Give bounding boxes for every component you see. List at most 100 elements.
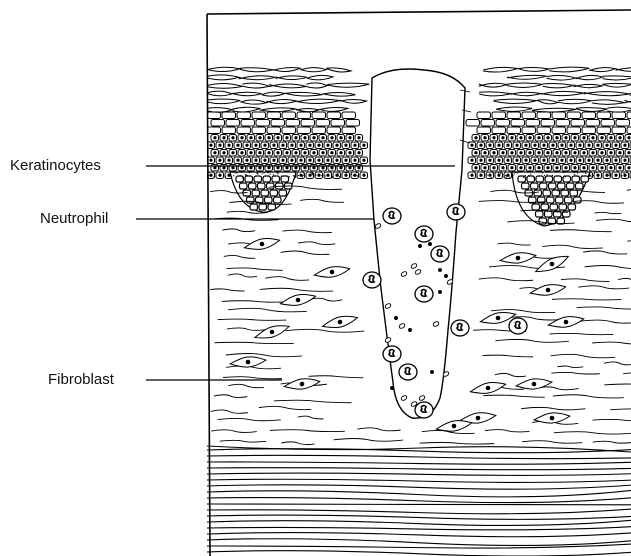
keratinocyte-nucleus bbox=[570, 144, 572, 146]
fibroblast-cell bbox=[534, 252, 571, 276]
stipple-dot bbox=[606, 172, 607, 173]
stipple-dot bbox=[592, 175, 593, 176]
keratinocyte-nucleus bbox=[556, 137, 558, 139]
ridge-cell bbox=[267, 183, 275, 189]
stipple-dot bbox=[321, 175, 322, 176]
keratinocyte-nucleus bbox=[588, 144, 590, 146]
ridge-cell bbox=[536, 176, 544, 182]
keratinocyte-cell bbox=[241, 120, 255, 127]
collagen-fiber bbox=[495, 339, 568, 342]
stipple-dot bbox=[246, 171, 247, 172]
collagen-fiber bbox=[214, 342, 293, 343]
corneum-cell bbox=[260, 108, 296, 112]
collagen-fiber bbox=[300, 199, 344, 202]
stipple-dot bbox=[235, 172, 236, 173]
collagen-fiber bbox=[282, 230, 331, 233]
deep-fiber bbox=[207, 539, 631, 546]
corneum-cell bbox=[207, 67, 240, 71]
collagen-fiber bbox=[419, 442, 494, 444]
keratinocyte-nucleus bbox=[543, 159, 545, 161]
collagen-fiber bbox=[577, 307, 631, 309]
fibroblast-cell bbox=[534, 411, 571, 425]
keratinocyte-cell bbox=[582, 112, 596, 119]
corneum-cell bbox=[549, 67, 589, 72]
stipple-dot bbox=[530, 174, 531, 175]
stipple-dot bbox=[346, 172, 347, 173]
fibroblast-cell bbox=[469, 379, 506, 396]
debris-dot bbox=[439, 291, 442, 294]
keratinocyte-nucleus bbox=[264, 159, 266, 161]
keratinocyte-nucleus bbox=[340, 152, 342, 154]
stipple-dot bbox=[219, 175, 220, 176]
corneum-cell bbox=[625, 100, 631, 103]
keratinocyte-nucleus bbox=[597, 159, 599, 161]
stipple-dot bbox=[513, 175, 514, 176]
keratinocyte-cell bbox=[316, 120, 330, 127]
collagen-fiber bbox=[259, 406, 311, 409]
ridge-cell bbox=[559, 204, 567, 210]
stipple-dot bbox=[262, 173, 263, 174]
corneum-cell bbox=[300, 68, 326, 72]
keratinocyte-nucleus bbox=[268, 152, 270, 154]
keratinocyte-cell bbox=[312, 127, 326, 134]
keratinocyte-nucleus bbox=[318, 159, 320, 161]
keratinocyte-nucleus bbox=[502, 137, 504, 139]
keratinocyte-nucleus bbox=[475, 167, 477, 169]
collagen-fiber bbox=[286, 329, 364, 332]
keratinocyte-nucleus bbox=[264, 144, 266, 146]
corneum-cell bbox=[483, 67, 517, 72]
keratinocyte-nucleus bbox=[331, 152, 333, 154]
stipple-dot bbox=[596, 172, 597, 173]
keratinocyte-nucleus bbox=[318, 144, 320, 146]
stipple-dot bbox=[331, 177, 332, 178]
neutrophil-cell bbox=[415, 286, 433, 302]
stipple-dot bbox=[357, 175, 358, 176]
stipple-dot bbox=[517, 172, 518, 173]
keratinocytes-label: Keratinocytes bbox=[10, 157, 101, 174]
stipple-dot bbox=[209, 172, 210, 173]
corneum-cell bbox=[232, 92, 262, 96]
keratinocyte-cell bbox=[481, 120, 495, 127]
corneum-cell bbox=[479, 92, 510, 96]
keratinocyte-cell bbox=[327, 127, 341, 134]
fibroblast-cell bbox=[529, 282, 566, 298]
keratinocyte-nucleus bbox=[291, 144, 293, 146]
keratinocyte-nucleus bbox=[489, 159, 491, 161]
keratinocyte-nucleus bbox=[363, 159, 365, 161]
deep-fiber bbox=[207, 515, 631, 519]
keratinocyte-nucleus bbox=[520, 167, 522, 169]
stipple-dot bbox=[533, 177, 534, 178]
keratinocyte-cell bbox=[252, 112, 266, 119]
stipple-dot bbox=[577, 172, 578, 173]
keratinocyte-nucleus bbox=[336, 144, 338, 146]
keratinocyte-nucleus bbox=[529, 137, 531, 139]
ridge-cell bbox=[518, 176, 526, 182]
keratinocyte-nucleus bbox=[268, 167, 270, 169]
keratinocyte-nucleus bbox=[489, 144, 491, 146]
corneum-cell bbox=[507, 83, 543, 87]
stipple-dot bbox=[263, 172, 264, 173]
keratinocyte-nucleus bbox=[597, 144, 599, 146]
stipple-dot bbox=[552, 175, 553, 176]
keratinocyte-nucleus bbox=[250, 167, 252, 169]
keratinocyte-nucleus bbox=[493, 152, 495, 154]
keratinocyte-cell bbox=[222, 127, 236, 134]
collagen-fiber bbox=[260, 288, 333, 291]
ridge-cell bbox=[270, 190, 278, 196]
keratinocyte-cell bbox=[267, 127, 281, 134]
keratinocyte-nucleus bbox=[318, 174, 320, 176]
keratinocyte-nucleus bbox=[484, 152, 486, 154]
keratinocyte-nucleus bbox=[484, 137, 486, 139]
corneum-cell bbox=[207, 75, 239, 80]
collagen-fiber bbox=[334, 438, 403, 441]
corneum-cell bbox=[532, 108, 576, 112]
keratinocyte-nucleus bbox=[570, 159, 572, 161]
keratinocyte-nucleus bbox=[304, 137, 306, 139]
stipple-dot bbox=[546, 174, 547, 175]
stipple-dot bbox=[312, 174, 313, 175]
fibroblast-cell bbox=[499, 251, 536, 266]
stipple-dot bbox=[267, 175, 268, 176]
keratinocyte-nucleus bbox=[489, 174, 491, 176]
stipple-dot bbox=[356, 172, 357, 173]
keratinocyte-cell bbox=[282, 127, 296, 134]
